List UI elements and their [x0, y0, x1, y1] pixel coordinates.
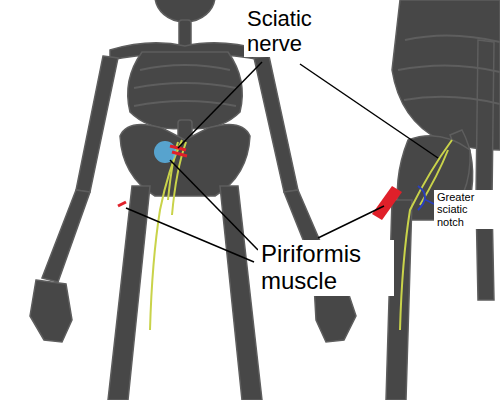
nerve-label: Sciatic nerve [244, 6, 350, 57]
notch-label: Greater sciatic notch [434, 190, 498, 229]
muscle-label: Piriformis muscle [258, 240, 394, 296]
